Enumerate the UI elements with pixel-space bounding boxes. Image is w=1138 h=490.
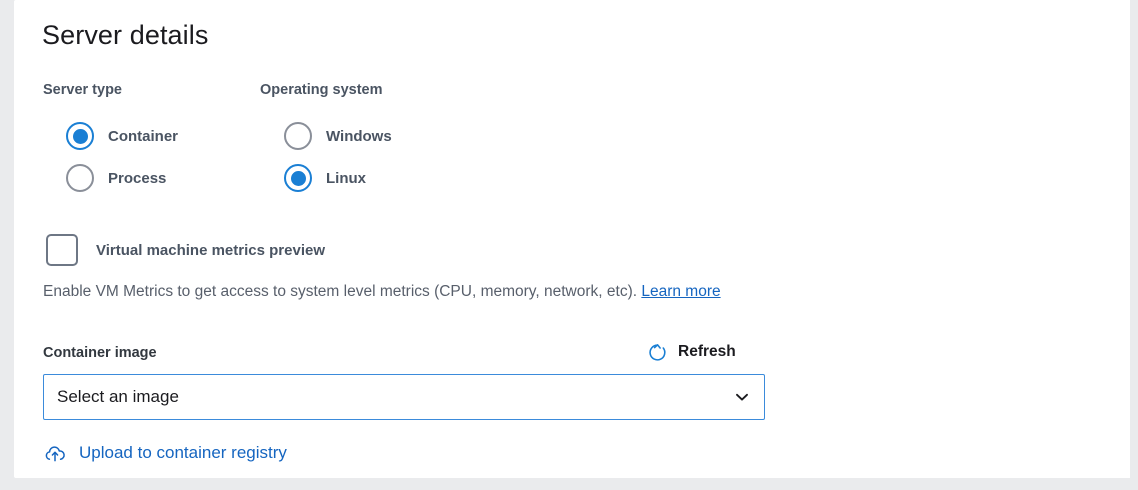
radio-container-indicator[interactable] [66, 122, 94, 150]
vm-metrics-checkbox[interactable] [46, 234, 78, 266]
upload-to-container-registry-link[interactable]: Upload to container registry [43, 438, 287, 468]
radio-container-label: Container [108, 127, 179, 145]
radio-option-windows[interactable]: Windows [284, 121, 392, 151]
radio-option-process[interactable]: Process [66, 163, 166, 193]
vm-metrics-helper-text: Enable VM Metrics to get access to syste… [43, 281, 721, 303]
container-image-select-value: Select an image [57, 387, 179, 406]
radio-linux-indicator[interactable] [284, 164, 312, 192]
vm-metrics-helper-sentence: Enable VM Metrics to get access to syste… [43, 283, 638, 300]
radio-process-label: Process [108, 169, 167, 187]
container-image-label: Container image [43, 345, 157, 361]
vm-metrics-checkbox-label: Virtual machine metrics preview [96, 241, 325, 259]
radio-option-linux[interactable]: Linux [284, 163, 366, 193]
refresh-label: Refresh [678, 343, 736, 360]
operating-system-group-label: Operating system [260, 82, 383, 98]
radio-windows-label: Windows [326, 127, 392, 145]
card-inner: Server details Server type Container Pro… [42, 0, 1130, 478]
radio-linux-label: Linux [326, 169, 366, 187]
radio-windows-indicator[interactable] [284, 122, 312, 150]
server-type-group-label: Server type [43, 82, 122, 98]
upload-label: Upload to container registry [79, 443, 287, 462]
chevron-down-icon [736, 393, 748, 401]
radio-process-indicator[interactable] [66, 164, 94, 192]
vm-metrics-checkbox-row[interactable]: Virtual machine metrics preview [46, 234, 325, 266]
learn-more-link[interactable]: Learn more [641, 283, 721, 300]
radio-option-container[interactable]: Container [66, 121, 178, 151]
page-title: Server details [42, 20, 209, 50]
container-image-select[interactable]: Select an image [43, 374, 765, 420]
refresh-button[interactable]: Refresh [647, 339, 736, 365]
server-details-card: Server details Server type Container Pro… [14, 0, 1130, 478]
cloud-upload-icon [45, 446, 65, 462]
refresh-icon [649, 343, 666, 361]
